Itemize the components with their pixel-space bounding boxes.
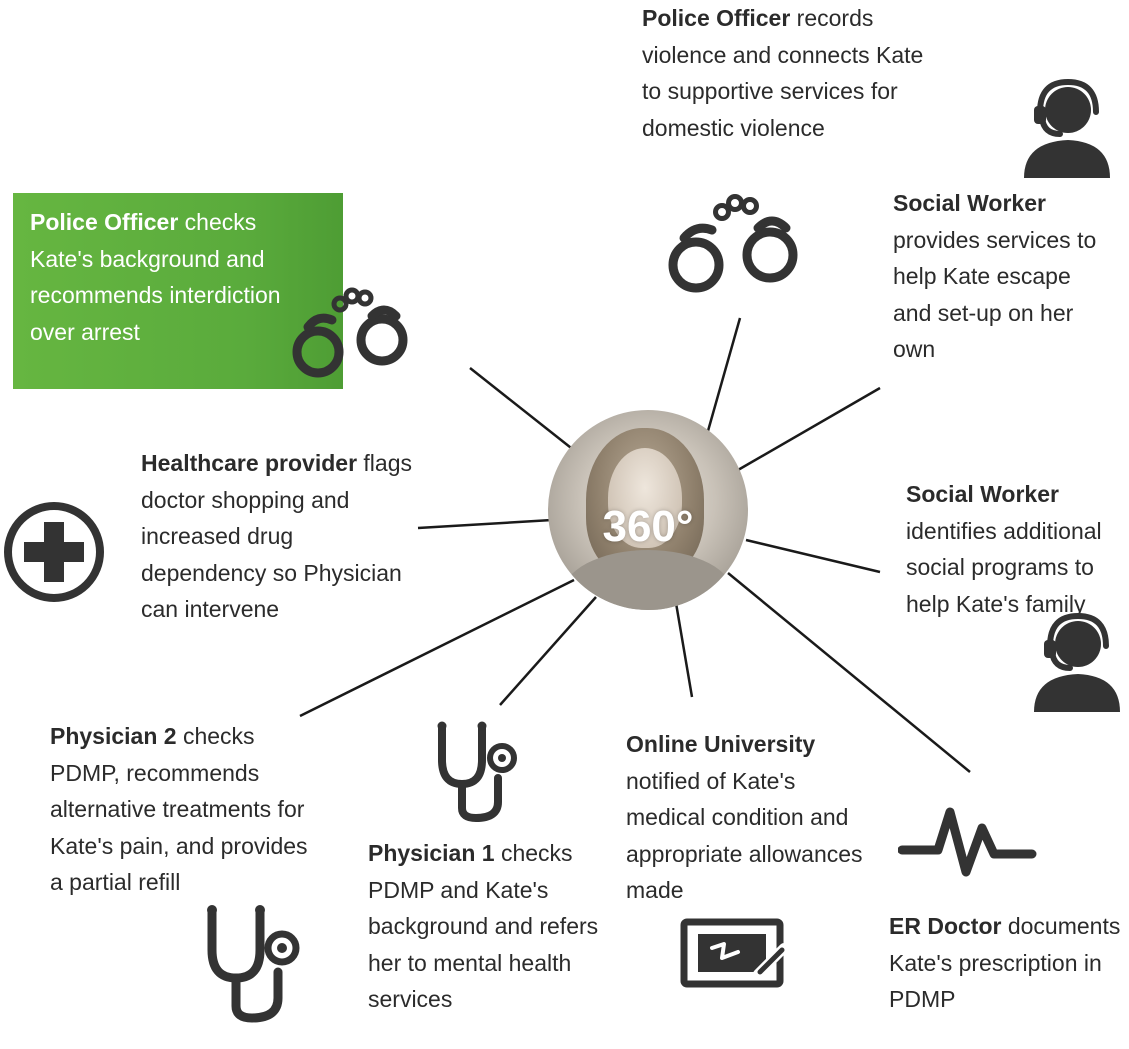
- callout-text: documents Kate's prescription in PDMP: [889, 913, 1121, 1012]
- hub-photo-body: [562, 550, 734, 610]
- monitor-icon: [680, 918, 789, 988]
- callout-role: Physician 2: [50, 723, 177, 749]
- hub-label: 360°: [602, 502, 694, 551]
- callout-text: provides services to help Kate escape an…: [893, 226, 1097, 363]
- callout-text: checks PDMP and Kate's background and re…: [368, 840, 599, 1012]
- stethoscope-icon: [437, 721, 517, 823]
- callout-text: checks Kate's background and recommends …: [30, 209, 281, 345]
- callout-text: notified of Kate's medical condition and…: [626, 767, 863, 904]
- callout-physician-2: Physician 2 checks PDMP, recommends alte…: [50, 718, 312, 901]
- callout-online-university: Online University notified of Kate's med…: [626, 726, 866, 909]
- spoke-police-violence: [704, 317, 742, 439]
- callout-role: Healthcare provider: [141, 450, 358, 476]
- spoke-physician-2: [299, 578, 575, 718]
- medical-cross-icon: [4, 502, 104, 602]
- callout-text: records violence and connects Kate to su…: [642, 5, 924, 141]
- spoke-er-doctor: [727, 572, 971, 773]
- highlight-box: Police Officer checks Kate's background …: [13, 193, 343, 389]
- spoke-healthcare-provider: [417, 518, 553, 530]
- callout-healthcare-provider: Healthcare provider flags doctor shoppin…: [141, 445, 416, 628]
- spoke-social-worker-programs: [745, 538, 881, 574]
- callout-text: identifies additional social programs to…: [906, 517, 1102, 617]
- headset-user-icon: [1034, 612, 1120, 712]
- callout-role: ER Doctor: [889, 913, 1002, 939]
- callout-role: Online University: [626, 731, 816, 757]
- hub-photo: 360°: [548, 410, 748, 610]
- callout-role: Social Worker: [906, 481, 1059, 507]
- callout-role: Social Worker: [893, 190, 1046, 216]
- callout-role: Police Officer: [642, 5, 791, 31]
- callout-police-arrest: Police Officer checks Kate's background …: [30, 204, 320, 350]
- handcuffs-icon: [292, 287, 408, 378]
- hub-photo-face: [608, 448, 682, 548]
- callout-text: checks PDMP, recommends alternative trea…: [50, 723, 308, 895]
- callout-police-violence: Police Officer records violence and conn…: [642, 0, 942, 146]
- callout-physician-1: Physician 1 checks PDMP and Kate's backg…: [368, 835, 608, 1018]
- spoke-physician-1: [499, 596, 597, 706]
- spoke-police-arrest: [469, 367, 581, 456]
- heartbeat-icon: [898, 807, 1037, 877]
- callout-social-worker-programs: Social Worker identifies additional soci…: [906, 476, 1116, 622]
- callout-social-worker-escape: Social Worker provides services to help …: [893, 185, 1108, 368]
- stethoscope-icon: [207, 905, 300, 1023]
- callout-er-doctor: ER Doctor documents Kate's prescription …: [889, 908, 1124, 1018]
- handcuffs-icon: [668, 194, 798, 293]
- spoke-online-university: [674, 602, 694, 698]
- headset-user-icon: [1024, 78, 1110, 178]
- callout-text: flags doctor shopping and increased drug…: [141, 450, 413, 622]
- callout-role: Physician 1: [368, 840, 495, 866]
- callout-role: Police Officer: [30, 209, 179, 235]
- spoke-social-worker-escape: [737, 386, 881, 472]
